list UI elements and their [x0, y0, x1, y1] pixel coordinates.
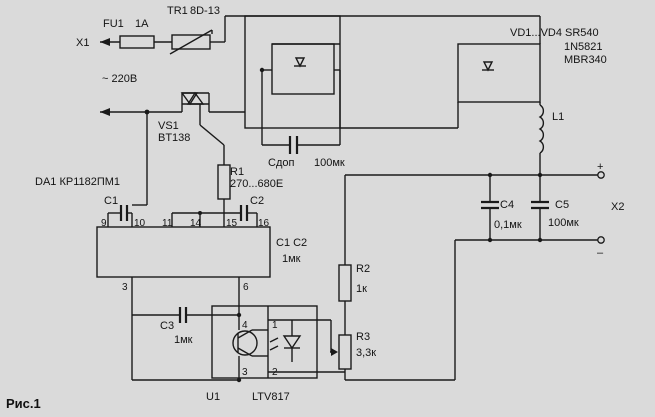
label-cdop-value: 100мк [314, 157, 345, 169]
label-c5-value: 100мк [548, 217, 579, 229]
capacitor-c3 [131, 307, 242, 383]
pin-3: 3 [122, 282, 128, 293]
label-c1c2: C1 C2 [276, 237, 307, 249]
capacitor-c2 [224, 205, 257, 221]
u1-pin-2: 2 [272, 367, 278, 378]
triac-vs1 [180, 91, 245, 146]
pin-6: 6 [243, 282, 249, 293]
label-u1: U1 [206, 391, 220, 403]
resistor-r1 [217, 145, 231, 213]
label-plus: + [597, 161, 603, 173]
label-c4-value: 0,1мк [494, 219, 522, 231]
label-r2: R2 [356, 263, 370, 275]
label-c1: C1 [104, 195, 118, 207]
label-c3-value: 1мк [174, 334, 193, 346]
label-r3-value: 3,3к [356, 347, 376, 359]
pin-9: 9 [101, 218, 107, 229]
label-vd-alt2: MBR340 [564, 54, 607, 66]
label-c4: C4 [500, 199, 514, 211]
mains-input-x1 [100, 38, 120, 46]
u1-pin-4: 4 [242, 320, 248, 331]
label-c1c2-value: 1мк [282, 253, 301, 265]
inductor-l1 [538, 102, 545, 175]
label-l1: L1 [552, 111, 564, 123]
label-vs1: VS1 [158, 120, 179, 132]
label-c3: C3 [160, 320, 174, 332]
label-r3: R3 [356, 331, 370, 343]
label-c5: C5 [555, 199, 569, 211]
label-r1-value: 270...680E [230, 178, 283, 190]
u1-pin-1: 1 [272, 320, 278, 331]
label-r1: R1 [230, 166, 244, 178]
label-fu1-value: 1A [135, 18, 149, 30]
label-tr1: TR1 [167, 5, 188, 17]
pin-10: 10 [134, 218, 146, 229]
optocoupler-u1 [211, 305, 345, 379]
capacitor-c1 [108, 205, 132, 221]
label-da1: DA1 КР1182ПМ1 [35, 176, 120, 188]
output-bridge [339, 16, 541, 129]
label-minus: – [597, 247, 604, 259]
label-tr1-value: 8D-13 [190, 5, 220, 17]
label-u1-type: LTV817 [252, 391, 290, 403]
mains-input-neutral [100, 108, 182, 116]
fuse-fu1 [119, 35, 172, 49]
label-vs1-type: BT138 [158, 132, 190, 144]
label-c2: C2 [250, 195, 264, 207]
label-vd-alt1: 1N5821 [564, 41, 603, 53]
ic-da1 [96, 213, 271, 315]
pin-16: 16 [258, 218, 270, 229]
label-x1: X1 [76, 37, 89, 49]
label-mains-voltage: ~ 220В [102, 73, 137, 85]
label-vd: VD1...VD4 SR540 [510, 27, 599, 39]
resistor-r2 [338, 264, 352, 335]
u1-pin-3: 3 [242, 367, 248, 378]
thermistor-tr1 [169, 29, 225, 55]
figure-caption: Рис.1 [6, 396, 41, 411]
pin-11: 11 [162, 218, 173, 229]
bridge-block [244, 15, 341, 154]
label-cdop: Cдоп [268, 157, 294, 169]
capacitor-c5 [531, 175, 549, 240]
pin-15: 15 [226, 218, 238, 229]
label-fu1: FU1 [103, 18, 124, 30]
potentiometer-r3 [330, 334, 455, 381]
output-connector-x2 [597, 171, 605, 244]
label-x2: X2 [611, 201, 624, 213]
label-r2-value: 1к [356, 283, 367, 295]
capacitor-c4 [481, 175, 499, 240]
pin-14: 14 [190, 218, 202, 229]
